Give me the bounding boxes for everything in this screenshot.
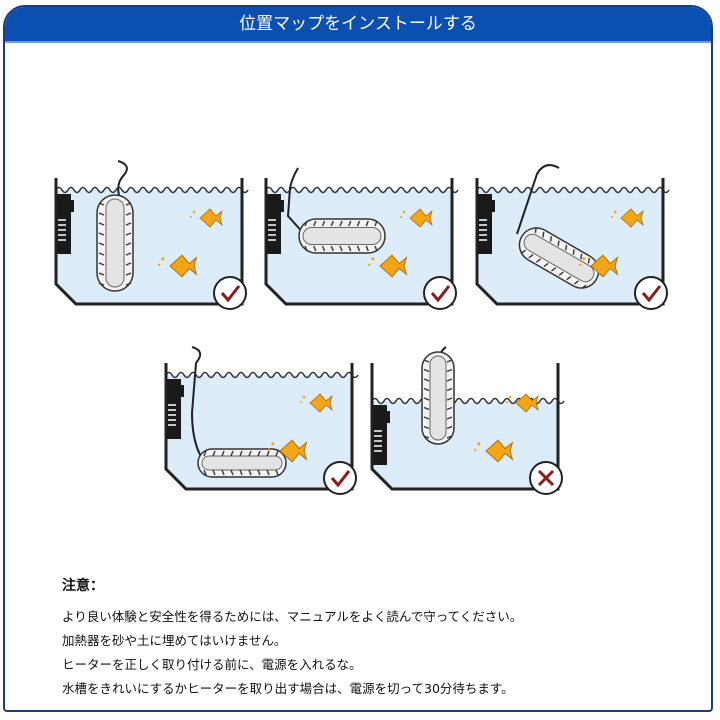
cross-icon	[529, 461, 563, 495]
tank-diagram-horizontal	[260, 158, 460, 313]
fish-icon	[368, 254, 408, 278]
install-guide-card: 位置マップをインストールする	[3, 5, 713, 712]
notes-title: 注意：	[62, 578, 104, 594]
fish-icon	[158, 254, 198, 278]
check-icon	[634, 276, 668, 310]
tank-outline	[164, 363, 354, 491]
fish-icon	[400, 208, 433, 228]
fish-icon	[474, 439, 514, 463]
check-icon	[423, 276, 457, 310]
filter-icon	[373, 405, 390, 465]
heater-icon	[421, 351, 455, 445]
fish-icon	[300, 393, 333, 413]
check-icon	[213, 276, 247, 310]
filter-icon	[478, 194, 495, 254]
fish-icon	[611, 208, 644, 228]
tank-diagram-wrong	[366, 343, 566, 498]
tank-diagram-vertical	[50, 158, 250, 313]
tank-outline	[264, 178, 454, 306]
filter-icon	[267, 194, 284, 254]
notes-section: 注意： より良い体験と安全性を得るためには、マニュアルをよく読んで守ってください…	[62, 575, 522, 703]
filter-icon	[167, 379, 184, 439]
tank-outline	[54, 178, 244, 306]
fish-icon	[190, 208, 223, 228]
fish-icon	[579, 254, 619, 278]
note-line: ヒーターを正しく取り付ける前に、電源を入れるな。	[62, 657, 362, 672]
note-line: 加熱器を砂や土に埋めてはいけません。	[62, 633, 287, 648]
page-title: 位置マップをインストールする	[5, 7, 711, 43]
filter-icon	[57, 194, 74, 254]
water	[372, 401, 558, 489]
heater-icon	[197, 448, 287, 478]
check-icon	[323, 461, 357, 495]
tank-diagram-diagonal	[471, 158, 671, 313]
fish-icon	[506, 393, 539, 413]
note-line: 水槽をきれいにするかヒーターを取り出す場合は、電源を切って30分待ちます。	[62, 681, 514, 696]
tank-outline	[370, 363, 560, 491]
fish-icon	[268, 439, 308, 463]
note-line: より良い体験と安全性を得るためには、マニュアルをよく読んで守ってください。	[62, 609, 523, 624]
heater-icon	[96, 194, 134, 292]
tank-diagram-bottom	[160, 343, 360, 498]
heater-icon	[298, 218, 386, 254]
tank-outline	[475, 178, 665, 306]
water	[56, 190, 242, 304]
